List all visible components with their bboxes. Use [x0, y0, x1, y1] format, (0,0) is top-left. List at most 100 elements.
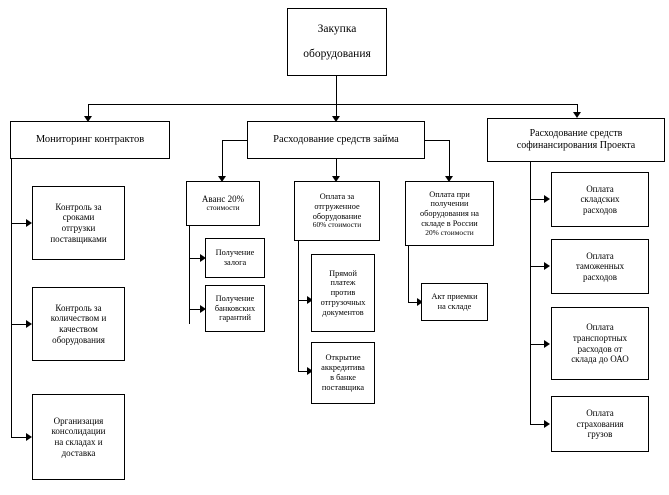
node-direct-payment-line-2: против	[330, 288, 356, 298]
arrow-shipped-child-1	[307, 367, 313, 375]
connector-monitoring-child-2	[11, 437, 27, 438]
node-acceptance-line-0: Акт приемки	[431, 292, 478, 302]
node-monitoring[interactable]: Мониторинг контрактов	[10, 121, 170, 159]
node-control-terms[interactable]: Контроль за сроками отгрузки поставщикам…	[32, 186, 125, 260]
connector-loan-left-drop	[222, 140, 223, 178]
connector-cofin-child-1	[530, 266, 545, 267]
node-bank-guarantee-line-1: банковских	[214, 303, 256, 313]
node-consolidation[interactable]: Организация консолидации на складах и до…	[32, 394, 125, 480]
node-insurance-line-0: Оплата	[586, 408, 614, 419]
arrow-cofin-child-2	[544, 340, 550, 348]
node-receipt-line-1: получении	[430, 199, 469, 209]
node-direct-payment[interactable]: Прямой платеж против отгрузочных докумен…	[311, 254, 375, 332]
connector-shipped-child-0	[298, 300, 308, 301]
connector-cofin-child-3	[530, 424, 545, 425]
node-transport-line-1: транспортных	[572, 332, 628, 343]
arrow-loan-receipt	[445, 176, 453, 182]
node-direct-payment-line-1: платеж	[330, 278, 356, 288]
node-customs-costs[interactable]: Оплата таможенных расходов	[551, 239, 649, 294]
node-control-quality[interactable]: Контроль за количеством и качеством обор…	[32, 287, 125, 361]
node-consolidation-line-2: на складах и	[54, 437, 103, 447]
node-bank-guarantee-line-0: Получение	[215, 293, 255, 303]
node-warehouse-line-0: Оплата	[586, 183, 614, 194]
arrow-advance-child-0	[200, 254, 206, 262]
node-loan-funds[interactable]: Расходование средств займа	[247, 121, 425, 159]
node-customs-line-1: таможенных	[575, 261, 625, 272]
node-transport-line-2: расходов от	[577, 343, 623, 354]
node-insurance-line-1: страхования	[576, 418, 624, 429]
connector-monitoring-spine	[11, 159, 12, 437]
connector-advance-child-0	[189, 258, 201, 259]
connector-monitoring-child-0	[11, 223, 27, 224]
connector-monitoring-child-1	[11, 324, 27, 325]
node-control-terms-line-0: Контроль за	[55, 201, 102, 212]
node-receipt-line-4: 20% стоимости	[425, 227, 474, 237]
node-receipt-line-3: складе в России	[421, 218, 478, 228]
node-loc-line-1: аккредитива	[321, 363, 365, 373]
node-warehouse-costs[interactable]: Оплата складских расходов	[551, 172, 649, 227]
arrow-loan-advance	[218, 176, 226, 182]
node-bank-guarantee-line-2: гарантий	[219, 313, 251, 323]
arrow-monitoring-child-2	[26, 433, 32, 441]
connector-advance-spine	[189, 226, 190, 324]
node-transport-costs[interactable]: Оплата транспортных расходов от склада д…	[551, 307, 649, 380]
node-advance[interactable]: Аванс 20% стоимости	[186, 181, 260, 226]
node-control-quality-line-3: оборудования	[52, 334, 105, 345]
connector-cofin-child-2	[530, 344, 545, 345]
node-transport-line-3: склада до ОАО	[571, 354, 629, 365]
node-receipt-payment[interactable]: Оплата при получении оборудования на скл…	[405, 181, 494, 246]
node-root-line-1: оборудования	[303, 47, 371, 60]
node-acceptance-line-1: на складе	[437, 302, 472, 311]
connector-shipped-spine	[298, 241, 299, 371]
node-root-line-0: Закупка	[317, 22, 357, 35]
node-warehouse-line-1: складских	[580, 194, 620, 205]
node-warehouse-line-2: расходов	[582, 204, 618, 215]
node-pledge-line-1: залога	[223, 258, 247, 267]
node-cargo-insurance[interactable]: Оплата страхования грузов	[551, 396, 649, 452]
arrow-receipt-child-0	[417, 298, 423, 306]
node-direct-payment-line-4: документов	[322, 307, 364, 317]
connector-to-cofinancing	[577, 104, 578, 114]
node-shipped-payment[interactable]: Оплата за отгруженное оборудование 60% с…	[294, 181, 380, 241]
connector-root-stem	[336, 76, 337, 104]
connector-cofin-child-0	[530, 199, 545, 200]
connector-advance-child-1	[189, 309, 201, 310]
node-cofinancing[interactable]: Расходование средств софинансирования Пр…	[487, 118, 665, 162]
node-loc-line-0: Открытие	[325, 353, 361, 363]
node-customs-line-0: Оплата	[586, 250, 614, 261]
arrow-advance-child-1	[200, 305, 206, 313]
arrow-shipped-child-0	[307, 296, 313, 304]
connector-loan-right-arm	[425, 140, 450, 141]
node-cofinancing-line-1: софинансирования Проекта	[516, 140, 636, 151]
node-bank-guarantee[interactable]: Получение банковских гарантий	[205, 285, 265, 332]
node-monitoring-label: Мониторинг контрактов	[35, 133, 145, 145]
node-acceptance-act[interactable]: Акт приемки на складе	[421, 283, 488, 321]
node-consolidation-line-3: доставка	[61, 447, 96, 458]
node-advance-line-1: стоимости	[206, 203, 240, 213]
node-insurance-line-2: грузов	[587, 429, 613, 440]
arrow-loan-shipped	[332, 176, 340, 182]
node-receipt-line-2: оборудования на	[420, 209, 479, 219]
node-direct-payment-line-3: отгрузочных	[320, 297, 366, 307]
connector-loan-right-drop	[449, 140, 450, 178]
connector-receipt-spine	[408, 246, 409, 302]
arrow-to-loan	[332, 116, 340, 122]
node-shipped-line-0: Оплата за	[319, 191, 355, 201]
node-control-quality-line-0: Контроль за	[55, 302, 102, 313]
connector-to-monitoring	[88, 104, 89, 118]
connector-receipt-child-0	[408, 302, 418, 303]
node-letter-of-credit[interactable]: Открытие аккредитива в банке поставщика	[311, 342, 375, 404]
arrow-monitoring-child-1	[26, 320, 32, 328]
node-pledge[interactable]: Получение залога	[205, 238, 265, 278]
arrow-cofin-child-0	[544, 195, 550, 203]
node-root[interactable]: Закупка оборудования	[287, 8, 387, 76]
node-loc-line-3: поставщика	[321, 382, 365, 392]
node-control-quality-line-2: качеством	[59, 324, 98, 334]
node-control-quality-line-1: количеством и	[50, 313, 107, 324]
arrow-to-cofinancing	[573, 112, 581, 118]
connector-cofinancing-spine	[530, 162, 531, 424]
node-customs-line-2: расходов	[582, 271, 618, 282]
arrow-monitoring-child-0	[26, 219, 32, 227]
node-control-terms-line-2: отгрузки	[61, 223, 96, 233]
